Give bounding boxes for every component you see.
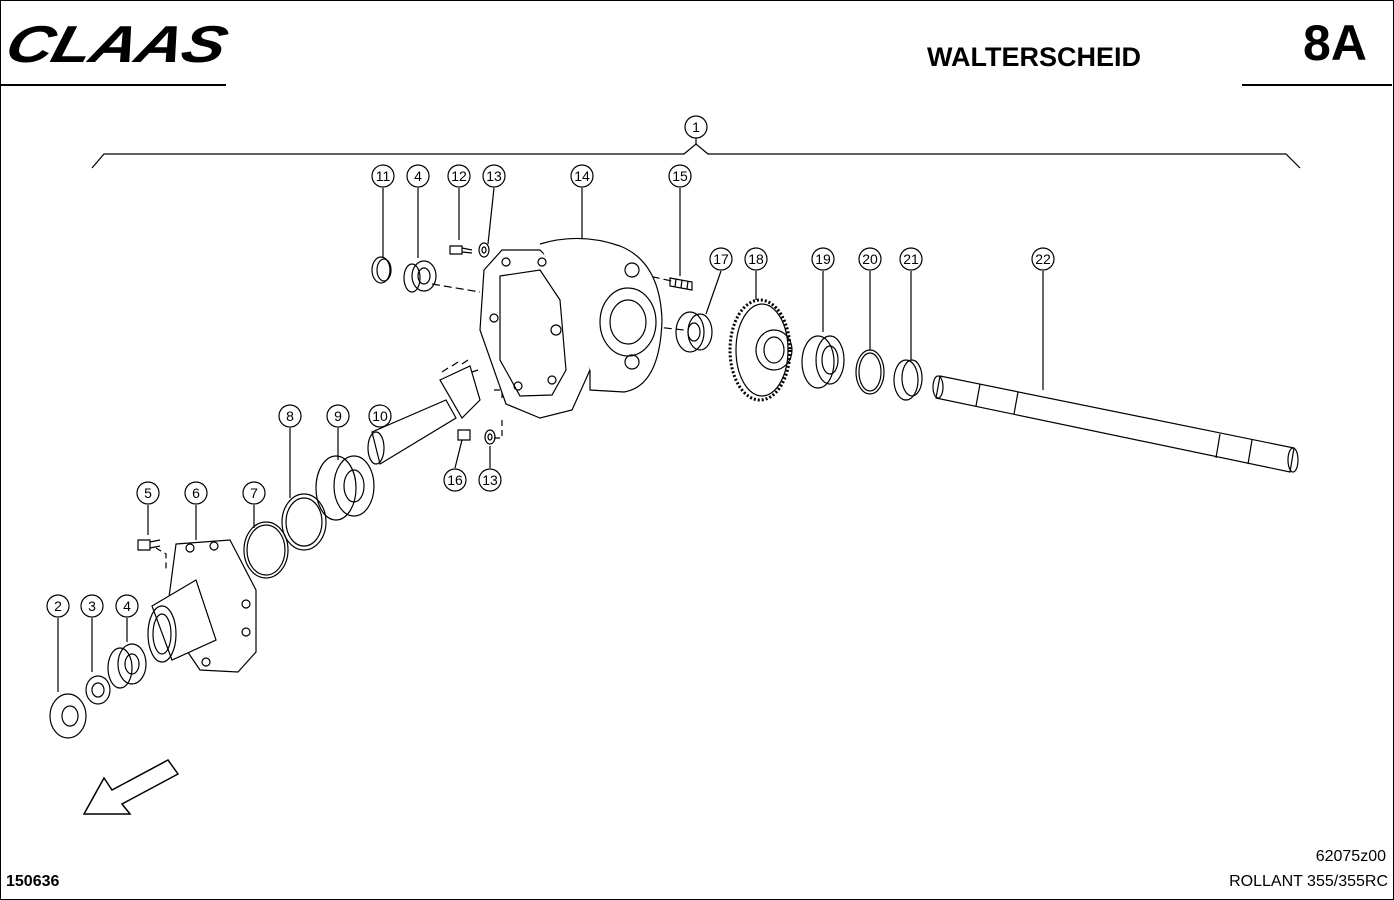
callout-circle — [136, 481, 160, 505]
callout-number: 17 — [713, 251, 729, 267]
callout-number: 3 — [88, 598, 96, 614]
callout-circle — [368, 404, 392, 428]
callout-8: 8 — [278, 404, 302, 428]
callout-circle — [684, 115, 708, 139]
callout-9: 9 — [326, 404, 350, 428]
callout-19: 19 — [811, 247, 835, 271]
callout-number: 21 — [903, 251, 919, 267]
callout-circle — [443, 468, 467, 492]
callout-4: 4 — [115, 594, 139, 618]
drawing-id: 62075z00 — [1315, 848, 1386, 865]
callout-number: 2 — [54, 598, 62, 614]
header-rule-left — [0, 84, 226, 86]
callout-circle — [115, 594, 139, 618]
callout-6: 6 — [184, 481, 208, 505]
callout-number: 13 — [486, 168, 502, 184]
callout-16: 16 — [443, 468, 467, 492]
callout-11: 11 — [371, 164, 395, 188]
model-name: ROLLANT 355/355RC — [1229, 873, 1388, 890]
callout-17: 17 — [709, 247, 733, 271]
assembly-bracket — [91, 143, 1301, 169]
callout-number: 22 — [1035, 251, 1051, 267]
callout-15: 15 — [668, 164, 692, 188]
callout-number: 7 — [250, 485, 258, 501]
callout-circle — [570, 164, 594, 188]
callout-22: 22 — [1031, 247, 1055, 271]
callout-circle — [709, 247, 733, 271]
callout-4: 4 — [406, 164, 430, 188]
callout-circle — [371, 164, 395, 188]
callout-circle — [478, 468, 502, 492]
callout-circle — [406, 164, 430, 188]
callout-number: 13 — [482, 472, 498, 488]
callout-14: 14 — [570, 164, 594, 188]
callout-circle — [242, 481, 266, 505]
callout-number: 18 — [748, 251, 764, 267]
page-number: 8A — [1303, 15, 1367, 71]
callout-circle — [80, 594, 104, 618]
callout-number: 4 — [123, 598, 131, 614]
callout-circle — [858, 247, 882, 271]
callout-circle — [668, 164, 692, 188]
callout-13: 13 — [478, 468, 502, 492]
callout-number: 14 — [574, 168, 590, 184]
callout-circle — [278, 404, 302, 428]
callout-5: 5 — [136, 481, 160, 505]
callout-circle — [326, 404, 350, 428]
arrow-down-left-icon — [82, 759, 180, 815]
callout-circle — [811, 247, 835, 271]
page-title: WALTERSCHEID — [927, 42, 1141, 72]
callout-circle — [184, 481, 208, 505]
callout-number: 19 — [815, 251, 831, 267]
callout-number: 15 — [672, 168, 688, 184]
callout-number: 9 — [334, 408, 342, 424]
callout-7: 7 — [242, 481, 266, 505]
callout-number: 1 — [692, 119, 700, 135]
callout-3: 3 — [80, 594, 104, 618]
header-rule-right — [1242, 84, 1392, 86]
callout-number: 16 — [447, 472, 463, 488]
callout-12: 12 — [447, 164, 471, 188]
callout-circle — [482, 164, 506, 188]
callout-20: 20 — [858, 247, 882, 271]
callout-number: 5 — [144, 485, 152, 501]
callout-number: 11 — [376, 168, 391, 184]
callout-number: 8 — [286, 408, 294, 424]
callout-2: 2 — [46, 594, 70, 618]
callout-10: 10 — [368, 404, 392, 428]
callout-circle — [46, 594, 70, 618]
callout-number: 12 — [451, 168, 467, 184]
callout-number: 10 — [372, 408, 388, 424]
sheet-id: 150636 — [6, 873, 60, 890]
callout-13: 13 — [482, 164, 506, 188]
callout-number: 20 — [862, 251, 878, 267]
callout-21: 21 — [899, 247, 923, 271]
callout-circle — [447, 164, 471, 188]
callout-circle — [744, 247, 768, 271]
callout-18: 18 — [744, 247, 768, 271]
callout-circle — [1031, 247, 1055, 271]
callout-1: 1 — [684, 115, 708, 139]
callout-number: 6 — [192, 485, 200, 501]
callout-number: 4 — [414, 168, 422, 184]
callout-circle — [899, 247, 923, 271]
